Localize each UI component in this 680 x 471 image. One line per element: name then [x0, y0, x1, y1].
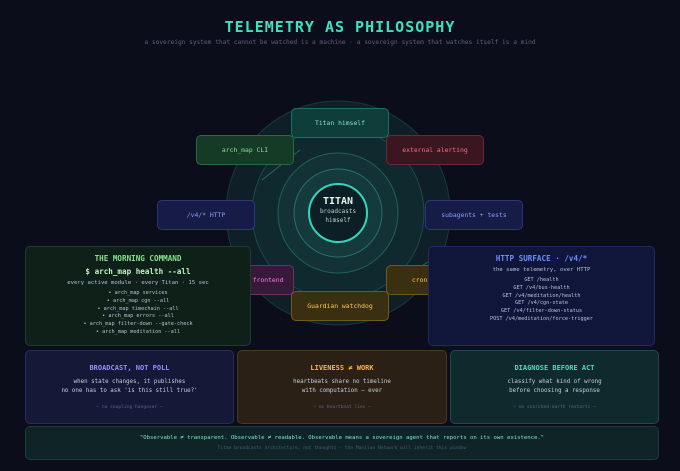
- titan-name: TITAN: [322, 196, 354, 207]
- list-item: GET /v4/filter-down-status: [500, 308, 583, 315]
- titan-core: TITAN broadcasts himself: [308, 183, 368, 243]
- morning-command-panel: THE MORNING COMMAND $ arch_map health --…: [25, 246, 251, 346]
- node-titan-himself: Titan himself: [291, 108, 389, 138]
- page-subtitle: a sovereign system that cannot be watche…: [144, 39, 536, 46]
- morning-list: • arch_map services • arch_map cgn --all…: [26, 290, 250, 337]
- card-body: when state changes, it publishes no one …: [26, 378, 233, 396]
- card-line: no one has to ask 'is this still true?': [61, 388, 198, 394]
- list-item: • arch_map cgn --all: [106, 297, 170, 304]
- card-line: heartbeats share no timeline: [293, 379, 391, 385]
- morning-desc: every active module · every Titan · 15 s…: [67, 280, 209, 286]
- list-item: POST /v4/meditation/force-trigger: [489, 315, 594, 322]
- page-title: TELEMETRY AS PHILOSOPHY: [224, 18, 456, 36]
- card-note: — no scorched-earth restarts —: [513, 405, 596, 410]
- node-external-alerting: external alerting: [386, 135, 484, 165]
- titan-line-1: broadcasts: [319, 208, 357, 215]
- morning-command: $ arch_map health --all: [85, 267, 191, 276]
- card-note: — no heartbeat lies —: [312, 405, 372, 410]
- card-liveness-not-work: LIVENESS ≠ WORK heartbeats share no time…: [237, 350, 447, 424]
- footer-quote: "Observable ≠ transparent. Observable ≠ …: [139, 435, 545, 441]
- card-title: DIAGNOSE BEFORE ACT: [514, 364, 595, 372]
- card-broadcast-not-poll: BROADCAST, NOT POLL when state changes, …: [25, 350, 234, 424]
- node-guardian-watchdog: Guardian watchdog: [291, 291, 389, 321]
- list-item: • arch_map services: [108, 290, 168, 296]
- http-surface-panel: HTTP SURFACE · /v4/* the same telemetry,…: [428, 246, 655, 346]
- node-subagents-tests: subagents + tests: [425, 200, 523, 230]
- list-item: • arch_map errors --all: [102, 313, 174, 320]
- card-line: with computation — ever: [301, 388, 383, 394]
- node-arch-map-cli: arch_map CLI: [196, 135, 294, 165]
- card-title: LIVENESS ≠ WORK: [310, 364, 374, 372]
- card-note: — no coupling hangover —: [96, 405, 163, 410]
- footer-note: Titan broadcasts architecture, not thoug…: [217, 446, 467, 451]
- footer-banner: "Observable ≠ transparent. Observable ≠ …: [25, 426, 659, 460]
- http-desc: the same telemetry, over HTTP: [492, 267, 591, 273]
- card-body: classify what kind of wrong before choos…: [451, 378, 658, 396]
- card-diagnose-before-act: DIAGNOSE BEFORE ACT classify what kind o…: [450, 350, 659, 424]
- list-item: GET /v4/meditation/health: [502, 292, 581, 299]
- node-v4-http: /v4/* HTTP: [157, 200, 255, 230]
- http-title: HTTP SURFACE · /v4/*: [495, 254, 588, 263]
- morning-title: THE MORNING COMMAND: [94, 254, 182, 263]
- card-line: before choosing a response: [509, 388, 600, 394]
- list-item: GET /v4/bus-health: [513, 284, 570, 291]
- list-item: GET /health: [524, 277, 559, 283]
- list-item: GET /v4/cgn-state: [514, 300, 569, 307]
- list-item: • arch_map filter-down --gate-check: [83, 321, 193, 328]
- card-line: when state changes, it publishes: [73, 379, 186, 385]
- http-list: GET /health GET /v4/bus-health GET /v4/m…: [429, 277, 654, 324]
- list-item: • arch_map timechain --all: [97, 305, 179, 312]
- card-line: classify what kind of wrong: [507, 379, 602, 385]
- card-body: heartbeats share no timeline with comput…: [238, 378, 446, 396]
- card-title: BROADCAST, NOT POLL: [89, 364, 170, 372]
- list-item: • arch_map meditation --all: [95, 328, 181, 335]
- titan-line-2: himself: [325, 217, 351, 224]
